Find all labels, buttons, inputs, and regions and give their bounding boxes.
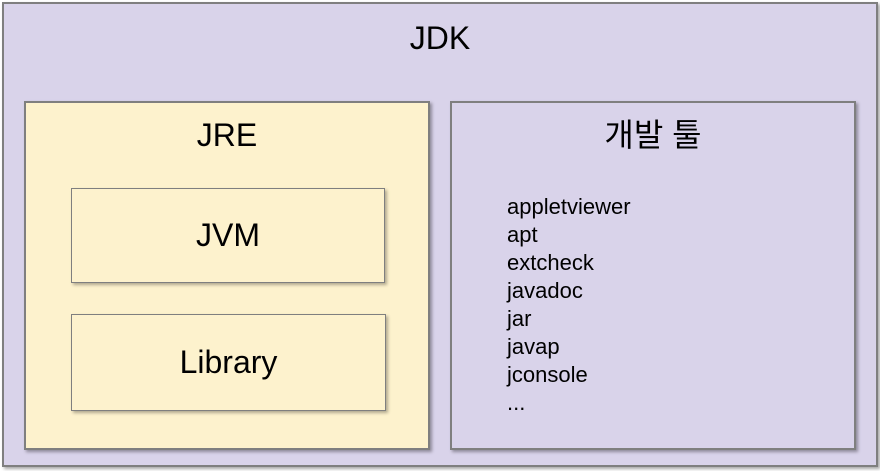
jdk-title: JDK [409, 20, 471, 56]
devtools-box: 개발 툴 appletviewer apt extcheck javadoc j… [450, 101, 856, 450]
library-box: Library [71, 314, 386, 411]
tool-item-javadoc: javadoc [507, 278, 583, 303]
devtools-list: appletviewer apt extcheck javadoc jar ja… [507, 193, 631, 417]
tool-item-javap: javap [507, 334, 560, 359]
tool-item-appletviewer: appletviewer [507, 194, 631, 219]
tool-item-ellipsis: ... [507, 390, 526, 415]
jre-title: JRE [196, 117, 258, 153]
devtools-title: 개발 툴 [604, 117, 702, 153]
jvm-box: JVM [71, 188, 385, 283]
jvm-label: JVM [196, 217, 260, 253]
tool-item-apt: apt [507, 222, 538, 247]
jre-box: JRE JVM Library [24, 101, 430, 450]
tool-item-jar: jar [507, 306, 532, 331]
tool-item-jconsole: jconsole [507, 362, 588, 387]
library-label: Library [179, 344, 278, 380]
tool-item-extcheck: extcheck [507, 250, 594, 275]
